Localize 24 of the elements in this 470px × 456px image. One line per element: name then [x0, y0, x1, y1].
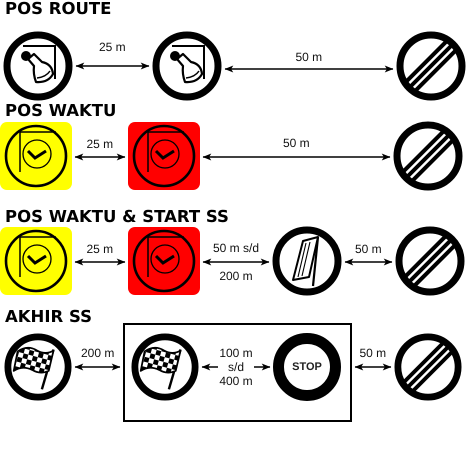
section-heading: POS WAKTU [5, 102, 116, 120]
sign-text: STOP [292, 360, 322, 374]
double-arrow [224, 66, 394, 72]
distance-label: 50 m [360, 346, 386, 360]
double-arrow [76, 62, 150, 70]
double-arrow [202, 154, 390, 160]
distance-label: 25 m [86, 137, 114, 151]
double-arrow [74, 258, 126, 266]
distance-label: 25 m [86, 242, 114, 256]
distance-label: 200 m [81, 346, 114, 360]
double-arrow [74, 154, 126, 160]
distance-label: 100 m s/d 400 m [218, 346, 254, 388]
distance-label: 50 m [283, 136, 310, 150]
distance-label: 50 m [355, 242, 382, 256]
double-arrow [354, 364, 392, 370]
double-arrow [74, 364, 120, 370]
double-arrow [202, 258, 270, 266]
distance-label: 50 m s/d 200 m [212, 240, 260, 285]
double-arrow [344, 258, 392, 266]
distance-label: 25 m [99, 40, 126, 54]
section-heading: POS ROUTE [5, 0, 112, 18]
section-heading: POS WAKTU & START SS [5, 208, 229, 226]
distance-label: 50 m [296, 50, 322, 64]
section-heading: AKHIR SS [5, 308, 92, 326]
